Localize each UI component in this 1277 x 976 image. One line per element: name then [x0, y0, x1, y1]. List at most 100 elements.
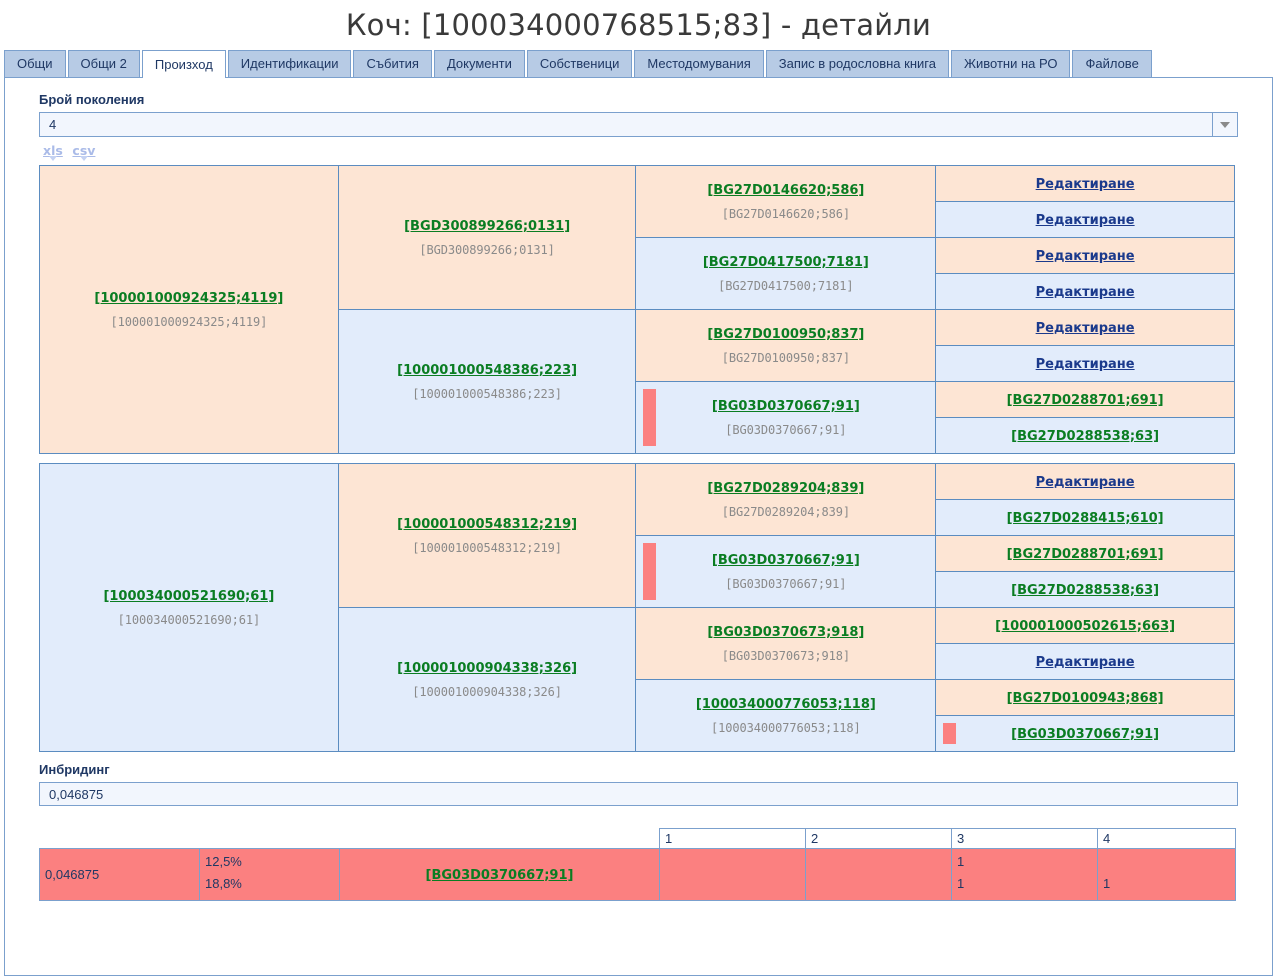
animal-code-link[interactable]: [100001000924325;4119] — [94, 291, 284, 306]
pedigree-table: [100001000924325;4119] [100001000924325;4… — [39, 165, 1235, 752]
inbreeding-percent-top: 12,5% — [205, 854, 242, 869]
inbreeding-gen-count-top — [1103, 851, 1230, 873]
pedigree-row: Редактиране — [40, 273, 1235, 310]
tab-label: Животни на РО — [963, 56, 1058, 71]
inbreeding-gen-count-cell: 1 — [1097, 848, 1236, 901]
animal-code-link[interactable]: [BG27D0100950;837] — [707, 327, 865, 342]
tab-3[interactable]: Идентификации — [227, 50, 352, 77]
animal-code-link[interactable]: [100001000548312;219] — [397, 517, 578, 532]
inbreeding-marker-icon — [643, 389, 657, 446]
inbreeding-gen-count-top — [665, 851, 800, 873]
animal-code-link[interactable]: [BG03D0370667;91] — [425, 867, 574, 883]
inbreeding-marker-icon — [643, 543, 657, 600]
animal-code-link[interactable]: [BG27D0100943;868] — [1006, 690, 1164, 706]
animal-code-link[interactable]: [BG27D0289204;839] — [707, 481, 865, 496]
export-xls-link[interactable]: xls — [43, 143, 63, 161]
pedigree-row: [100001000924325;4119] [100001000924325;4… — [39, 165, 1235, 454]
animal-code-link[interactable]: [100001000548386;223] — [397, 363, 578, 378]
animal-code-link[interactable]: [100034000521690;61] — [103, 589, 275, 604]
animal-code-link[interactable]: [100001000502615;663] — [995, 618, 1176, 634]
generations-label: Брой поколения — [39, 92, 145, 107]
tab-label: Файлове — [1085, 56, 1139, 71]
edit-link[interactable]: Редактиране — [1035, 356, 1135, 372]
generations-value: 4 — [49, 117, 57, 132]
tab-9[interactable]: Животни на РО — [950, 50, 1071, 77]
pedigree-cell-gen4: [BG27D0288701;691] — [935, 381, 1235, 418]
animal-code-secondary: [100001000924325;4119] — [110, 315, 268, 329]
tab-2[interactable]: Произход — [141, 50, 226, 78]
animal-code-secondary: [BGD300899266;0131] — [419, 243, 555, 257]
tab-1[interactable]: Общи 2 — [67, 50, 140, 77]
inbreeding-percent-bottom: 18,8% — [205, 876, 242, 891]
export-links: xls csv — [43, 143, 1238, 161]
animal-code-secondary: [BG03D0370667;91] — [725, 577, 847, 591]
animal-code-link[interactable]: [BG27D0288538;63] — [1011, 428, 1160, 444]
pedigree-cell-gen4: Редактиране — [935, 643, 1235, 680]
pedigree-cell-gen3: [BG27D0417500;7181][BG27D0417500;7181] — [635, 237, 937, 310]
tab-label: Общи — [17, 56, 53, 71]
pedigree-cell-gen4: [100001000502615;663] — [935, 607, 1235, 644]
animal-code-link[interactable]: [100001000904338;326] — [397, 661, 578, 676]
animal-code-link[interactable]: [BG03D0370667;91] — [711, 553, 860, 568]
pedigree-block-gap — [39, 453, 1235, 464]
edit-link[interactable]: Редактиране — [1035, 284, 1135, 300]
edit-link[interactable]: Редактиране — [1035, 248, 1135, 264]
tab-label: Идентификации — [240, 56, 339, 71]
edit-link[interactable]: Редактиране — [1035, 212, 1135, 228]
inbreeding-gen-header: 3 — [951, 828, 1098, 849]
pedigree-cell-gen4: [BG27D0288538;63] — [935, 417, 1235, 454]
inbreeding-ancestor-cell: [BG03D0370667;91] — [339, 848, 660, 901]
pedigree-cell-gen1: [100001000924325;4119] [100001000924325;4… — [39, 165, 339, 454]
animal-code-link[interactable]: [BG27D0288415;610] — [1006, 510, 1164, 526]
inbreeding-gen-count-bottom: 1 — [1103, 876, 1111, 891]
animal-code-link[interactable]: [BG27D0146620;586] — [707, 183, 865, 198]
animal-code-link[interactable]: [BG03D0370667;91] — [711, 399, 860, 414]
animal-code-link[interactable]: [BG27D0288538;63] — [1011, 582, 1160, 598]
tab-6[interactable]: Собственици — [526, 50, 633, 77]
pedigree-cell-gen2: [BGD300899266;0131] [BGD300899266;0131] — [337, 165, 637, 310]
pedigree-cell-gen4: [BG27D0288701;691] — [935, 535, 1235, 572]
animal-code-link[interactable]: [BG03D0370667;91] — [1011, 726, 1160, 742]
pedigree-cell-gen4: [BG27D0288538;63] — [935, 571, 1235, 608]
animal-code-link[interactable]: [BG27D0288701;691] — [1006, 392, 1164, 408]
tab-7[interactable]: Местодомувания — [634, 50, 764, 77]
tab-label: Документи — [446, 56, 512, 71]
export-csv-link[interactable]: csv — [72, 143, 96, 161]
pedigree-row: [100001000904338;326][100001000904338;32… — [40, 607, 1235, 752]
pedigree-cell-gen3: [BG03D0370673;918][BG03D0370673;918] — [635, 607, 937, 680]
inbreeding-gen-header: 2 — [805, 828, 952, 849]
tab-4[interactable]: Събития — [353, 50, 432, 77]
tab-label: Собственици — [539, 56, 620, 71]
edit-link[interactable]: Редактиране — [1035, 176, 1135, 192]
animal-code-link[interactable]: [BG27D0417500;7181] — [702, 255, 869, 270]
animal-code-link[interactable]: [100034000776053;118] — [695, 697, 876, 712]
generations-select[interactable]: 4 — [39, 112, 1238, 137]
tab-10[interactable]: Файлове — [1072, 50, 1152, 77]
pedigree-row: Редактиране — [40, 201, 1235, 238]
tab-8[interactable]: Запис в родословна книга — [765, 50, 949, 77]
inbreeding-value-box: 0,046875 — [39, 782, 1238, 806]
edit-link[interactable]: Редактиране — [1035, 320, 1135, 336]
edit-link[interactable]: Редактиране — [1035, 474, 1135, 490]
inbreeding-header-spacer — [339, 828, 660, 849]
animal-code-secondary: [100001000548312;219] — [412, 541, 562, 555]
pedigree-row: [100034000776053;118][100034000776053;11… — [40, 679, 1235, 752]
chevron-down-icon[interactable] — [1212, 113, 1237, 136]
animal-code-link[interactable]: [BG03D0370673;918] — [707, 625, 865, 640]
edit-link[interactable]: Редактиране — [1035, 654, 1135, 670]
pedigree-row: [100001000548386;223][100001000548386;22… — [40, 309, 1235, 454]
pedigree-row: Редактиране — [40, 345, 1235, 382]
tab-0[interactable]: Общи — [4, 50, 66, 77]
tab-5[interactable]: Документи — [433, 50, 525, 77]
animal-code-link[interactable]: [BGD300899266;0131] — [404, 219, 571, 234]
pedigree-row: [BG27D0288538;63] — [40, 571, 1235, 608]
animal-code-secondary: [BG27D0100950;837] — [721, 351, 850, 365]
tab-content-panel: Брой поколения 4 xls csv [10000100092432… — [4, 78, 1273, 976]
pedigree-row: [BG27D0288415;610] — [40, 499, 1235, 536]
animal-code-link[interactable]: [BG27D0288701;691] — [1006, 546, 1164, 562]
pedigree-row: [BG03D0370667;91] — [40, 715, 1235, 752]
